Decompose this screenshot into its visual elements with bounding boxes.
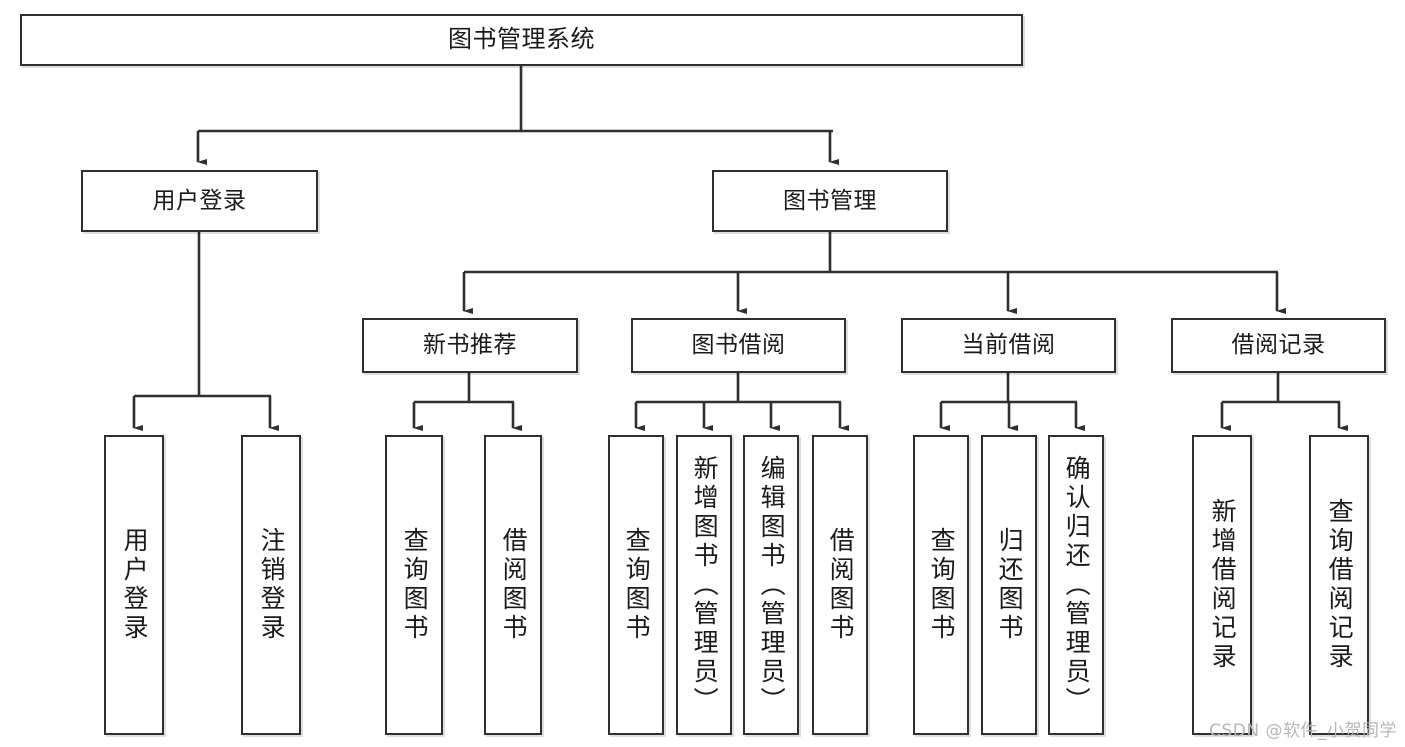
node-label: 图书管理系统: [448, 25, 595, 54]
leaf-confirm-return-admin[interactable]: 确认归还（管理员）: [1048, 435, 1104, 735]
leaf-query-book-current[interactable]: 查询图书: [913, 435, 969, 735]
node-borrow-records[interactable]: 借阅记录: [1171, 318, 1386, 373]
node-book-management[interactable]: 图书管理: [712, 170, 948, 232]
node-label: 查询图书: [622, 527, 652, 643]
node-user-login[interactable]: 用户登录: [81, 170, 318, 232]
node-label: 查询图书: [927, 527, 957, 643]
node-label: 新增借阅记录: [1208, 498, 1238, 672]
node-label: 借阅记录: [1231, 332, 1326, 359]
node-label: 图书借阅: [691, 332, 786, 359]
node-label: 新书推荐: [423, 332, 517, 359]
leaf-user-login[interactable]: 用户登录: [104, 435, 164, 735]
leaf-edit-book-admin[interactable]: 编辑图书（管理员）: [743, 435, 799, 735]
node-label: 用户登录: [120, 527, 150, 643]
leaf-borrow-book-recommend[interactable]: 借阅图书: [484, 435, 542, 735]
leaf-logout[interactable]: 注销登录: [241, 435, 301, 735]
node-label: 图书管理: [783, 187, 877, 214]
node-book-borrow[interactable]: 图书借阅: [631, 318, 846, 373]
leaf-add-borrow-record[interactable]: 新增借阅记录: [1192, 435, 1252, 735]
node-label: 借阅图书: [826, 527, 856, 643]
node-label: 借阅图书: [499, 527, 529, 643]
node-new-book-recommend[interactable]: 新书推荐: [362, 318, 578, 373]
node-label: 用户登录: [152, 187, 247, 214]
node-label: 确认归还（管理员）: [1062, 454, 1092, 716]
node-label: 编辑图书（管理员）: [757, 454, 787, 716]
node-label: 新增图书（管理员）: [690, 454, 720, 716]
node-current-borrow[interactable]: 当前借阅: [901, 318, 1116, 373]
leaf-query-borrow-record[interactable]: 查询借阅记录: [1309, 435, 1369, 735]
node-label: 查询借阅记录: [1325, 498, 1355, 672]
leaf-return-book[interactable]: 归还图书: [981, 435, 1037, 735]
watermark: CSDN @软件_小贺同学: [1209, 721, 1397, 741]
node-label: 注销登录: [257, 527, 287, 643]
node-label: 归还图书: [995, 527, 1025, 643]
leaf-add-book-admin[interactable]: 新增图书（管理员）: [676, 435, 732, 735]
node-root[interactable]: 图书管理系统: [20, 14, 1023, 66]
node-label: 查询图书: [400, 527, 430, 643]
leaf-borrow-book[interactable]: 借阅图书: [812, 435, 868, 735]
leaf-query-book-borrow[interactable]: 查询图书: [608, 435, 664, 735]
leaf-query-book-recommend[interactable]: 查询图书: [385, 435, 443, 735]
node-label: 当前借阅: [961, 332, 1056, 359]
